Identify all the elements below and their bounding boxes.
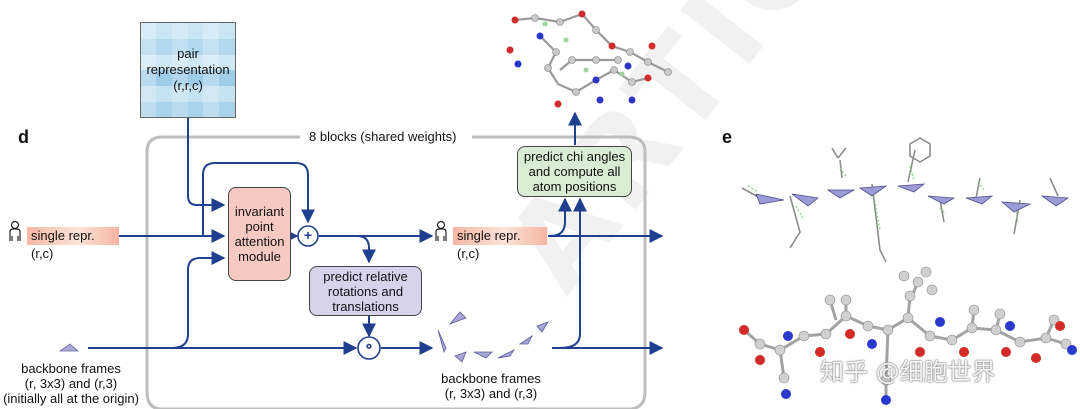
backbone-output-line1: backbone frames <box>441 371 541 386</box>
blocks-frame <box>145 135 647 409</box>
to-predict-relative <box>356 235 376 264</box>
molecule-structure <box>514 12 669 94</box>
predict-relative-line2: rotations and <box>327 283 404 299</box>
ipa-module-line1: invariant <box>234 204 285 219</box>
frame-triangle <box>58 343 80 352</box>
pair-arrow <box>187 118 226 212</box>
panel-d-label: d <box>18 127 29 147</box>
frame-triangles <box>437 311 549 363</box>
single-repr-input: single repr. (r,c) <box>27 227 119 261</box>
predict-relative-box: predict relative rotations and translati… <box>309 266 422 316</box>
ipa-module-line2: point <box>245 219 274 234</box>
single-to-chi <box>549 197 572 237</box>
pair-representation-line1: pair <box>177 46 199 61</box>
backbone-input-line1: backbone frames <box>21 361 121 376</box>
ipa-module-line4: module <box>238 249 281 264</box>
predict-chi-line3: atom positions <box>532 179 617 194</box>
backbone-up-to-ipa <box>171 251 226 349</box>
predict-chi-line2: and compute all <box>528 164 621 179</box>
compose-circle <box>357 336 381 360</box>
backbone-output-line2: (r, 3x3) and (r,3) <box>444 386 538 401</box>
pair-representation-box: pair representation (r,r,c) <box>140 22 236 118</box>
backbone-to-chi <box>559 197 587 349</box>
zhihu-watermark: 知乎 @细胞世界 <box>820 358 996 386</box>
pair-representation-line2: representation <box>146 62 230 77</box>
predict-relative-line3: translations <box>332 298 399 314</box>
backbone-input-line2: (r, 3x3) and (r,3) <box>24 376 118 391</box>
plus-symbol: + <box>303 227 313 243</box>
backbone-output-label: backbone frames (r, 3x3) and (r,3) <box>430 371 552 401</box>
predict-relative-line1: predict relative <box>323 268 408 284</box>
predict-chi-box: predict chi angles and compute all atom … <box>517 146 632 197</box>
ipa-module-box: invariant point attention module <box>228 187 291 281</box>
frame-triangles-e <box>755 183 1070 213</box>
panel-e-label: e <box>722 127 733 147</box>
person-icon <box>9 220 21 241</box>
person-icon <box>435 220 447 241</box>
compose-symbol: ∘ <box>364 338 374 355</box>
residual-loop <box>202 162 315 236</box>
single-repr-output: single repr. (r,c) <box>453 227 547 261</box>
backbone-input-label: backbone frames (r, 3x3) and (r,3) (init… <box>2 361 140 406</box>
plus-circle <box>297 225 319 247</box>
all-atom-spheres <box>739 266 1077 405</box>
backbone-input-line3: (initially all at the origin) <box>3 391 139 406</box>
predict-chi-line1: predict chi angles <box>523 149 626 164</box>
ipa-module-line3: attention <box>234 234 285 249</box>
all-atom-model <box>743 281 1067 400</box>
sidechain-hbonds <box>747 165 1019 231</box>
blocks-label: 8 blocks (shared weights) <box>309 129 457 144</box>
pair-representation-line3: (r,r,c) <box>173 78 203 93</box>
molecule-atoms <box>506 10 672 108</box>
frames-with-sidechains <box>741 137 1059 263</box>
